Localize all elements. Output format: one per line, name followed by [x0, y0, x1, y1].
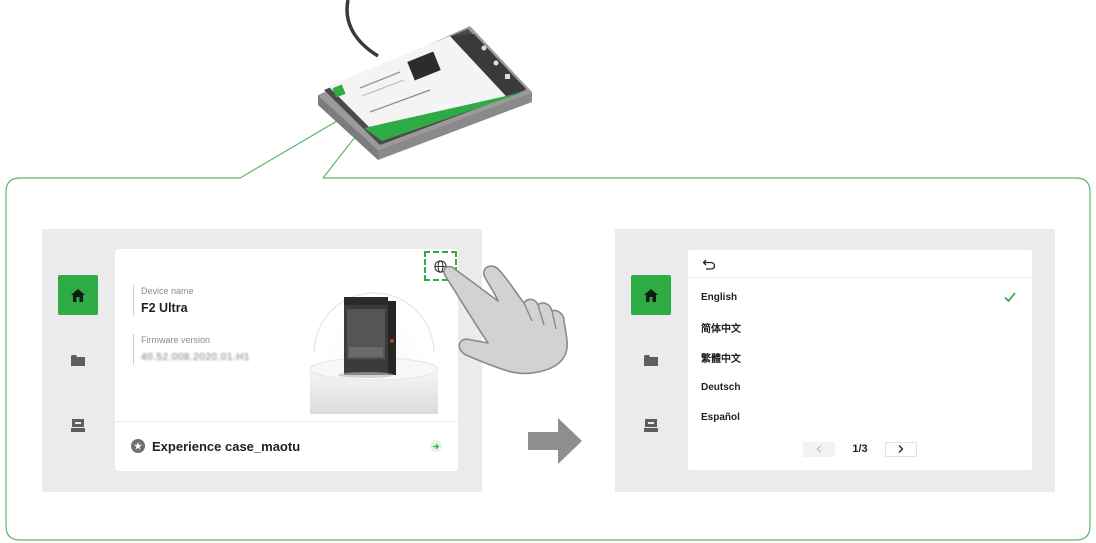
home-icon [71, 288, 85, 302]
language-option-espanol[interactable]: Español [701, 408, 1016, 426]
folder-icon [644, 355, 658, 366]
language-option-simplified-chinese[interactable]: 简体中文 [701, 318, 1016, 336]
language-label: Deutsch [701, 381, 741, 393]
nav-device[interactable] [58, 405, 98, 445]
device-name-value: F2 Ultra [141, 301, 188, 315]
star-icon [131, 439, 145, 453]
back-icon[interactable] [702, 257, 716, 271]
card-divider [115, 421, 458, 422]
experience-case-row[interactable]: Experience case_maotu [131, 436, 442, 456]
nav-home[interactable] [631, 275, 671, 315]
chevron-right-icon [898, 445, 904, 453]
device-name-block: Device name F2 Ultra [133, 285, 194, 316]
globe-icon [434, 259, 447, 273]
nav-files[interactable] [631, 340, 671, 380]
language-label: 简体中文 [701, 323, 741, 335]
language-option-english[interactable]: English [701, 288, 1016, 306]
transition-arrow [528, 418, 582, 464]
language-label: 繁體中文 [701, 353, 741, 365]
language-header [688, 250, 1032, 278]
printer-image [309, 289, 439, 417]
nav-files[interactable] [58, 340, 98, 380]
nav-device[interactable] [631, 405, 671, 445]
language-option-deutsch[interactable]: Deutsch [701, 378, 1016, 396]
device-info-card: Device name F2 Ultra Firmware version 40… [115, 249, 458, 471]
sidebar [615, 229, 687, 492]
home-icon [644, 288, 658, 302]
firmware-block: Firmware version 40.52.008.2020.01.H1 [133, 334, 250, 365]
language-button[interactable] [424, 251, 457, 281]
firmware-value: 40.52.008.2020.01.H1 [141, 352, 250, 363]
device-icon [71, 418, 85, 432]
home-screen: Device name F2 Ultra Firmware version 40… [42, 229, 482, 492]
language-label: Español [701, 411, 740, 423]
pointing-hand-icon [443, 265, 568, 375]
firmware-label: Firmware version [141, 335, 211, 345]
folder-icon [71, 355, 85, 366]
device-name-label: Device name [141, 286, 194, 296]
sidebar [42, 229, 114, 492]
language-option-traditional-chinese[interactable]: 繁體中文 [701, 348, 1016, 366]
language-screen: English 简体中文 繁體中文 Deutsch Español 1/3 [615, 229, 1055, 492]
page-indicator: 1/3 [852, 443, 868, 455]
device-illustration: XTOOL [318, 0, 532, 160]
pagination: 1/3 [688, 441, 1032, 457]
prev-page-button[interactable] [803, 441, 836, 457]
checkmark-icon [1004, 292, 1016, 303]
nav-home[interactable] [58, 275, 98, 315]
language-label: English [701, 291, 738, 303]
arrow-right-icon[interactable] [430, 440, 442, 452]
chevron-left-icon [816, 445, 822, 453]
device-icon [644, 418, 658, 432]
experience-case-label: Experience case_maotu [152, 438, 301, 454]
next-page-button[interactable] [884, 441, 917, 457]
device-brand: XTOOL [434, 102, 452, 113]
language-list-card: English 简体中文 繁體中文 Deutsch Español 1/3 [688, 250, 1032, 470]
